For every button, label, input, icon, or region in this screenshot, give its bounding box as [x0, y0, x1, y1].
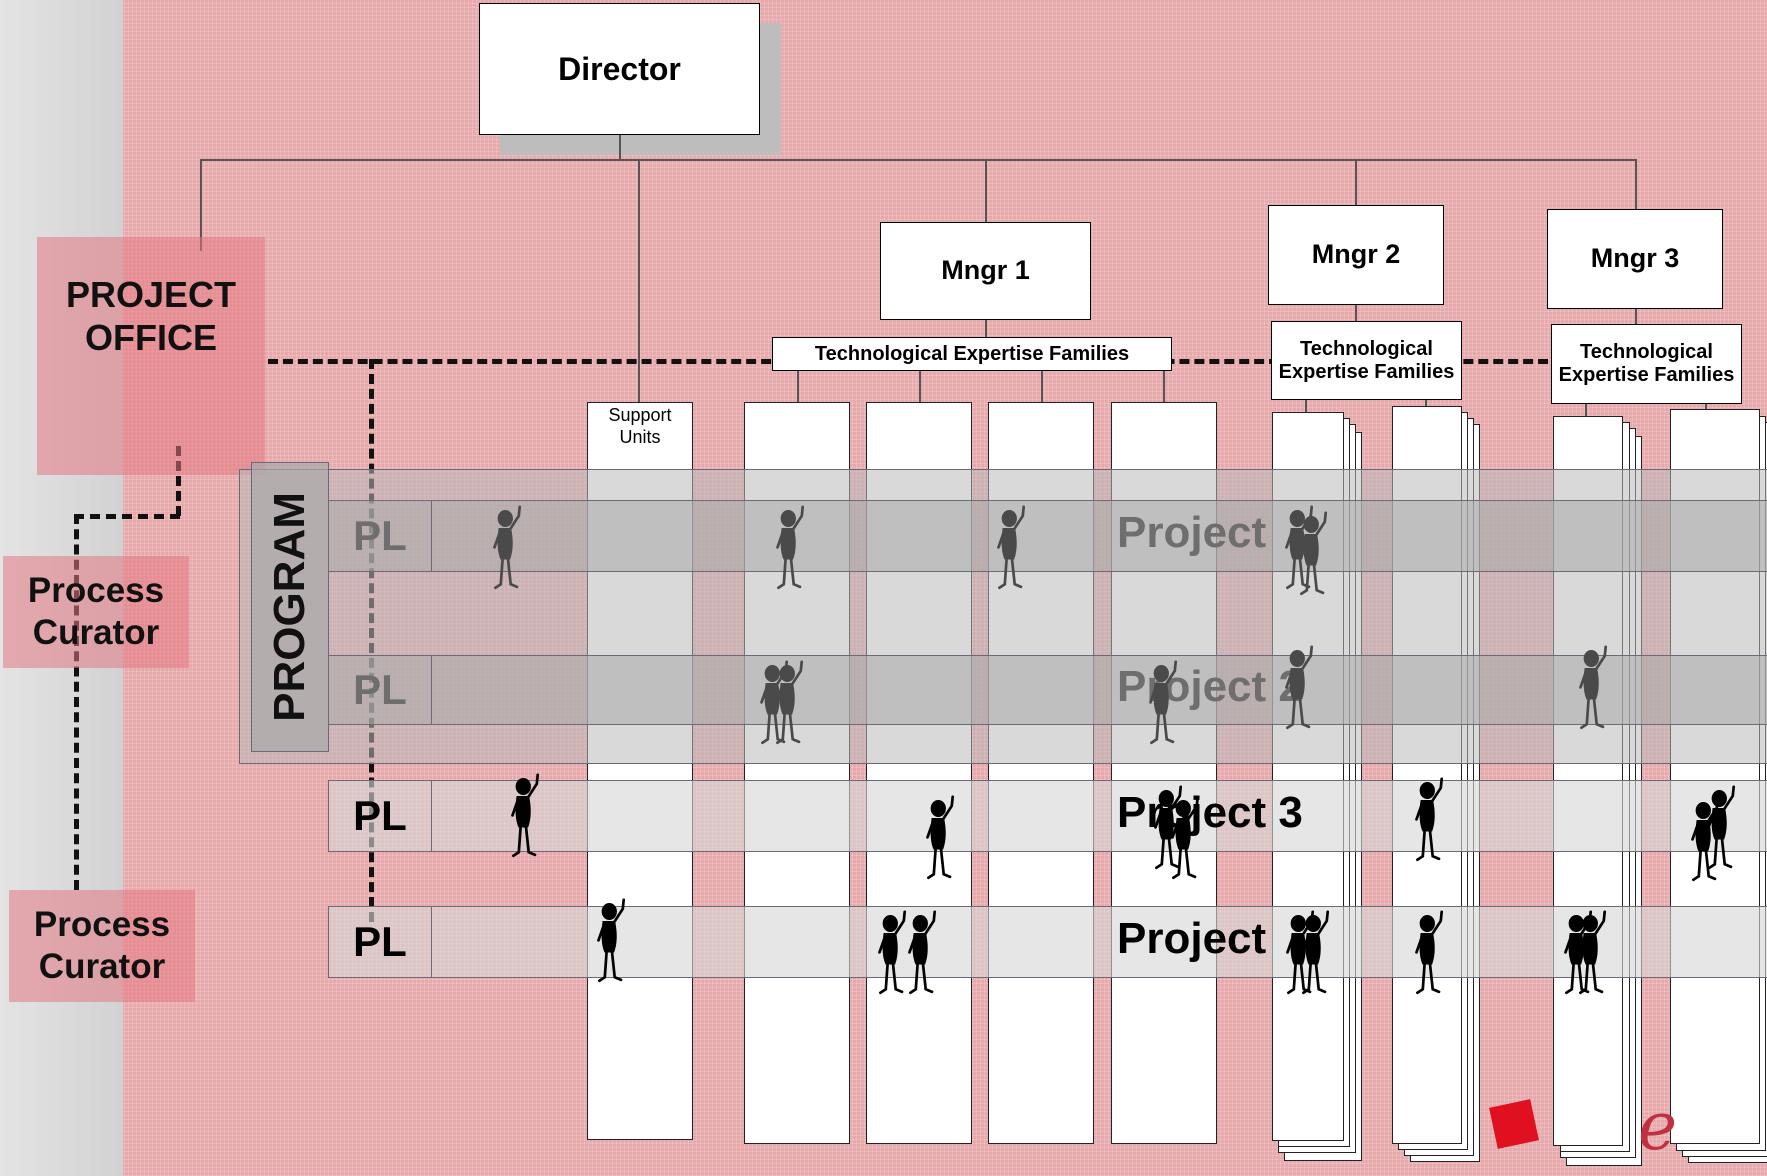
director-box: Director: [479, 3, 760, 135]
person-icon: [594, 893, 630, 993]
mngr-2-column-connector: [1425, 400, 1427, 406]
mngr-3-stem: [1635, 308, 1637, 324]
person-icon: [1283, 905, 1319, 1005]
branch-mngr-3: [1635, 159, 1637, 211]
process-curator-box-2: Process Curator: [9, 890, 195, 1002]
mngr-3-box: Mngr 3: [1547, 209, 1723, 309]
mngr-3-label: Mngr 3: [1590, 243, 1680, 274]
branch-support-units: [638, 159, 640, 403]
mngr-1-column-connector: [919, 370, 921, 403]
branch-project-office: [200, 159, 202, 251]
person-icon: [1146, 655, 1182, 755]
person-icon: [994, 500, 1030, 600]
tef-mngr-3-box: Technological Expertise Families: [1551, 324, 1742, 404]
person-icon: [1704, 780, 1740, 880]
mngr-1-label: Mngr 1: [941, 255, 1030, 286]
person-icon: [1168, 790, 1204, 890]
person-icon: [1151, 780, 1187, 880]
project-3-label: Project 3: [1117, 788, 1303, 837]
project-1-pl-label: PL: [353, 512, 407, 559]
program-label-box: PROGRAM: [251, 462, 329, 752]
logo-mark-icon: [1489, 1099, 1539, 1149]
mngr-1-column-connector: [797, 370, 799, 403]
mngr-3-column-connector: [1705, 404, 1707, 412]
tef-mngr-2-box: Technological Expertise Families: [1271, 321, 1462, 400]
process-curator-label-2: Process Curator: [33, 905, 171, 986]
person-icon: [923, 790, 959, 890]
logo-text-partial: e: [1638, 1088, 1678, 1165]
project-2-label: Project 2: [1117, 662, 1303, 711]
project-band-2: [328, 655, 1767, 725]
process-curator-box-1: Process Curator: [3, 556, 189, 668]
project-office-label: PROJECT OFFICE: [65, 273, 237, 358]
curator-dashed-link-upper: [176, 446, 181, 516]
project-1-label: Project: [1117, 508, 1267, 557]
project-2-pl-label: PL: [353, 666, 407, 713]
tef-mngr-1-box: Technological Expertise Families: [772, 337, 1172, 371]
project-3-pl-label: PL: [353, 792, 407, 839]
process-curator-label-1: Process Curator: [27, 571, 165, 652]
branch-mngr-1: [985, 159, 987, 223]
project-4-label: Project: [1117, 914, 1267, 963]
person-icon: [508, 768, 544, 868]
person-icon: [1298, 905, 1334, 1005]
mngr-1-box: Mngr 1: [880, 222, 1091, 320]
person-icon: [773, 500, 809, 600]
project-1-pl: PL: [328, 500, 432, 572]
mngr-2-box: Mngr 2: [1268, 205, 1444, 305]
mngr-2-column-connector: [1305, 400, 1307, 412]
mngr-1-column-connector: [1041, 370, 1043, 403]
tef-mngr-2-label: Technological Expertise Families: [1278, 337, 1455, 383]
project-4-pl-label: PL: [353, 918, 407, 965]
mngr-2-label: Mngr 2: [1311, 239, 1401, 270]
tef-mngr-3-label: Technological Expertise Families: [1558, 341, 1735, 386]
project-band-4: [328, 906, 1767, 978]
mngr-1-column-connector: [1163, 370, 1165, 403]
tef-mngr-1-label: Technological Expertise Families: [814, 342, 1130, 365]
person-icon: [1412, 772, 1448, 872]
project-band-1: [328, 500, 1767, 572]
director-stem: [619, 135, 621, 160]
person-icon: [1282, 640, 1318, 740]
project-office-box: PROJECT OFFICE: [37, 237, 265, 475]
project-4-pl: PL: [328, 906, 432, 978]
person-icon: [1296, 506, 1332, 606]
project-band-3: [328, 780, 1767, 852]
project-3-pl: PL: [328, 780, 432, 852]
curator-dashed-link-horizontal: [74, 514, 180, 519]
person-icon: [1412, 905, 1448, 1005]
director-label: Director: [558, 50, 681, 87]
curator-dashed-link-lower: [74, 514, 79, 890]
program-label: PROGRAM: [265, 492, 314, 722]
top-horizontal-line: [200, 159, 1636, 161]
branch-mngr-2: [1355, 159, 1357, 207]
person-icon: [875, 905, 911, 1005]
project-2-pl: PL: [328, 655, 432, 725]
person-icon: [1576, 640, 1612, 740]
person-icon: [772, 655, 808, 755]
person-icon: [1575, 905, 1611, 1005]
person-icon: [1688, 792, 1724, 892]
person-icon: [905, 905, 941, 1005]
mngr-1-stem: [985, 318, 987, 338]
mngr-3-column-connector: [1585, 404, 1587, 416]
support-units-label: Support Units: [608, 405, 672, 447]
mngr-2-stem: [1355, 305, 1357, 321]
person-icon: [490, 500, 526, 600]
